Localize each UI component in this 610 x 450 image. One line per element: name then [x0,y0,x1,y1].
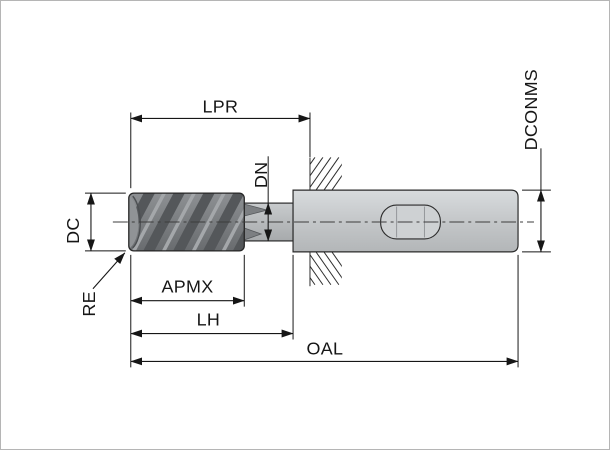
label-dn: DN [251,162,271,188]
dimension-lpr: LPR [130,97,311,189]
holder-hatching-bottom [309,251,342,287]
dimension-lh: LH [130,254,294,340]
dimension-dc: DC [63,192,126,252]
label-dconms: DCONMS [521,69,541,150]
dimension-re: RE [79,252,126,317]
dimension-oal: OAL [130,254,519,368]
label-lh: LH [197,310,221,330]
label-oal: OAL [307,338,344,358]
holder-hatching-top [309,157,342,191]
dimension-dn: DN [251,156,273,242]
label-re: RE [79,291,99,316]
tool [128,189,519,253]
dimension-dconms: DCONMS [521,69,551,253]
dimension-apmx: APMX [130,254,245,307]
label-apmx: APMX [162,277,214,297]
label-lpr: LPR [203,97,239,117]
label-dc: DC [63,217,83,243]
